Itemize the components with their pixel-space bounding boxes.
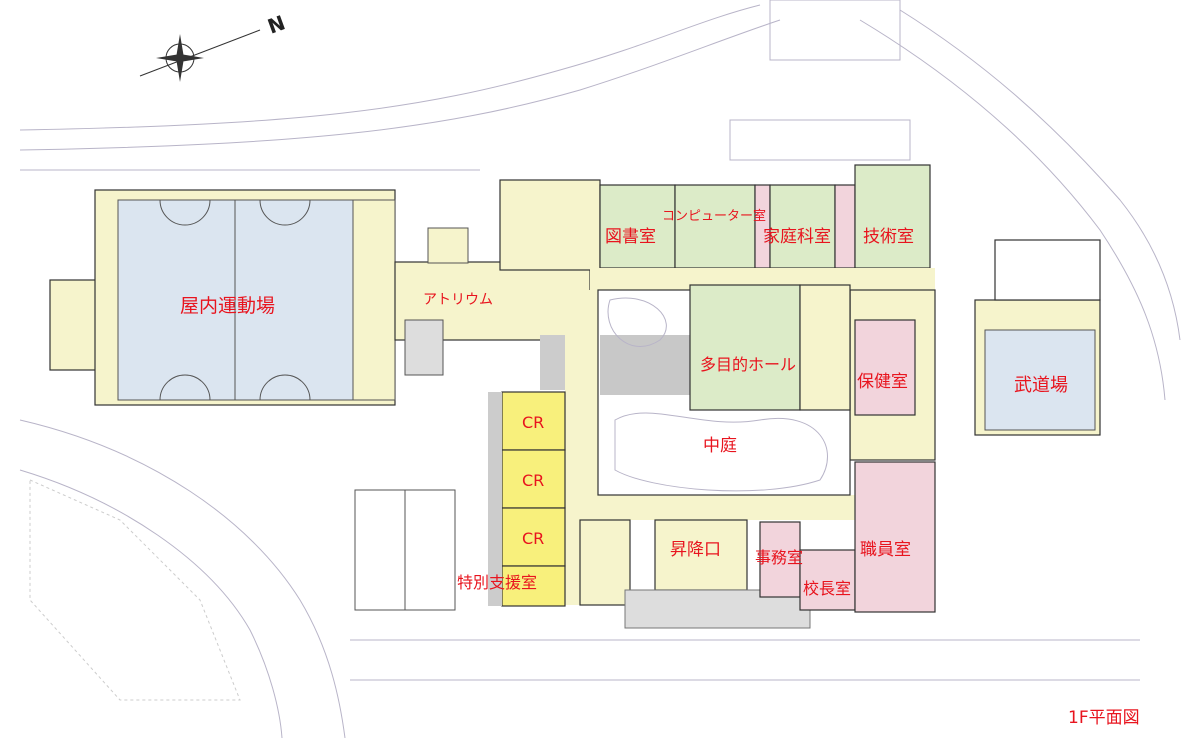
label-cr-3: CR <box>522 529 544 548</box>
label-office: 事務室 <box>755 548 803 567</box>
compass-rose-icon <box>139 29 261 82</box>
label-cr-2: CR <box>522 471 544 490</box>
label-principal: 校長室 <box>803 579 851 598</box>
label-technical: 技術室 <box>863 227 914 247</box>
health-room <box>854 319 916 416</box>
staff-room <box>854 461 936 613</box>
label-gym: 屋内運動場 <box>180 295 275 317</box>
site-lines <box>19 0 1181 738</box>
home-ec-room <box>769 184 836 269</box>
label-computer: コンピューター室 <box>662 208 766 224</box>
north-label: N <box>264 10 288 38</box>
label-atrium: アトリウム <box>423 292 493 308</box>
label-budo: 武道場 <box>1014 375 1068 396</box>
plan-title: 1F平面図 <box>1068 708 1140 728</box>
technical-room <box>854 164 931 269</box>
label-home-ec: 家庭科室 <box>763 227 831 247</box>
label-special-support: 特別支援室 <box>457 573 537 592</box>
principal-office <box>799 549 856 611</box>
label-courtyard: 中庭 <box>703 436 737 456</box>
entrance <box>654 519 748 591</box>
gym-annex <box>49 279 99 371</box>
computer-room <box>674 184 756 269</box>
label-health: 保健室 <box>857 372 908 392</box>
label-staff: 職員室 <box>860 540 911 560</box>
label-cr-1: CR <box>522 413 544 432</box>
multipurpose-hall <box>689 284 801 411</box>
label-entrance: 昇降口 <box>670 540 721 560</box>
library <box>599 184 676 269</box>
label-multipurpose: 多目的ホール <box>700 355 796 374</box>
label-library: 図書室 <box>605 227 656 247</box>
